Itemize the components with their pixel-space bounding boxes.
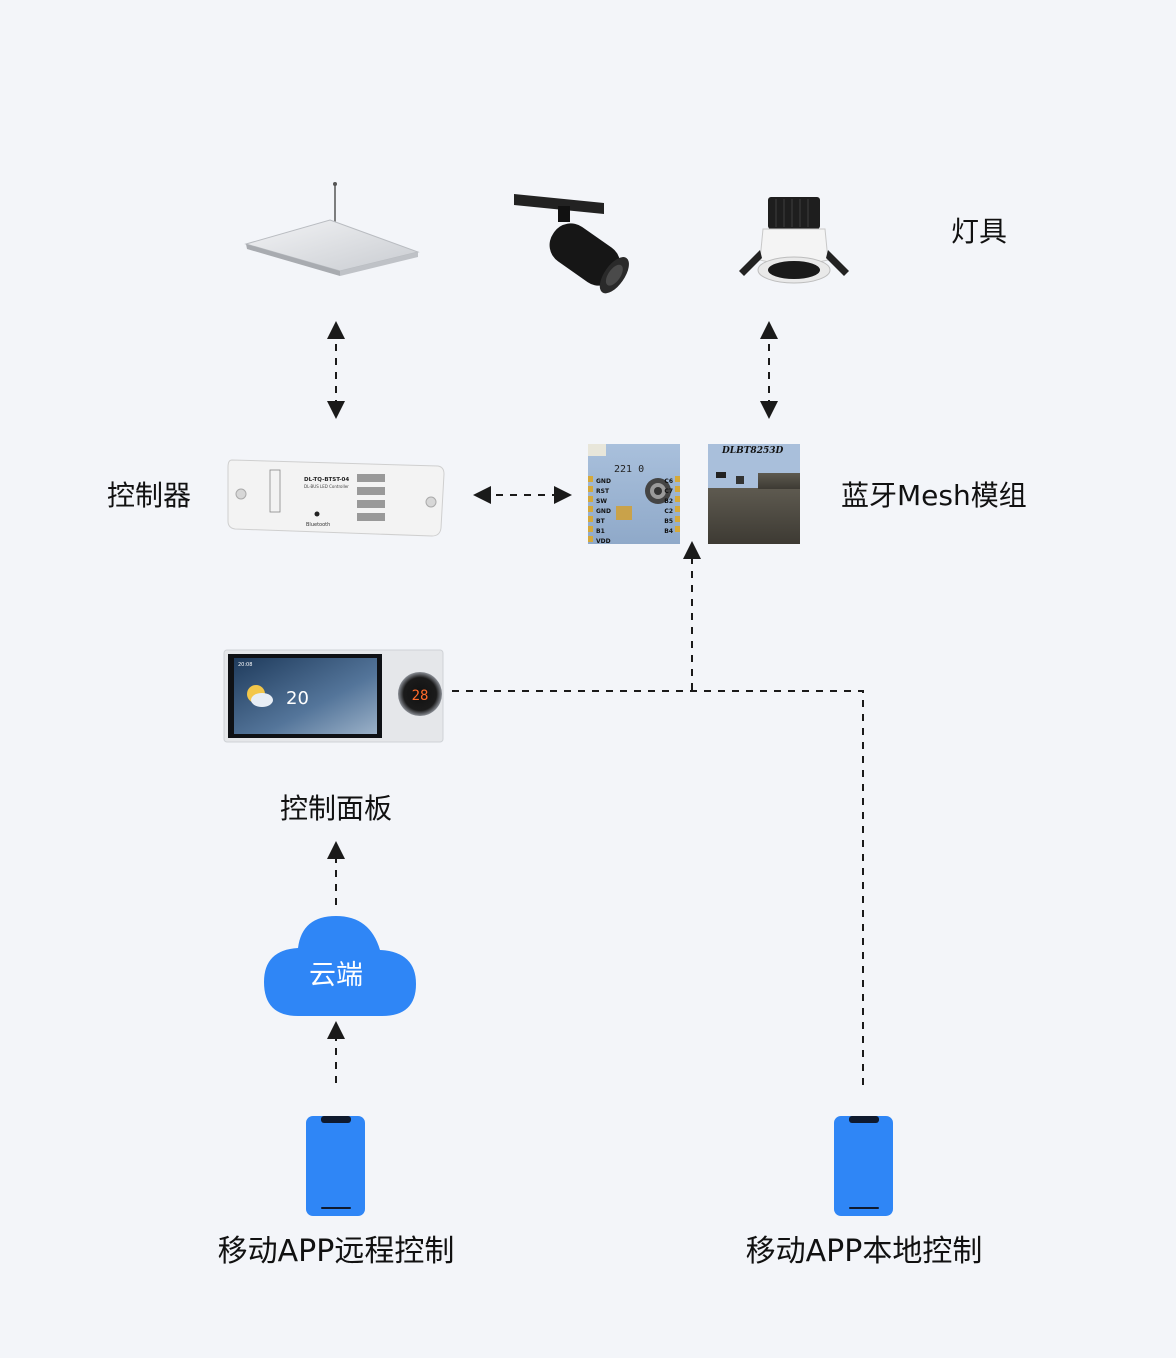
module-a-pin-label-right: C7: [664, 488, 673, 495]
label-lamps: 灯具: [951, 215, 1007, 248]
phone-remote-icon: [306, 1116, 365, 1216]
label-controller: 控制器: [107, 479, 191, 512]
controller-subtitle-text: DL-BUS LED Controller: [304, 484, 349, 489]
panel-clock-text: 20:08: [238, 662, 252, 668]
module-a-pin-label: SW: [596, 498, 607, 505]
module-a-pin-label-right: B4: [664, 528, 673, 535]
module-a-pin-label: GND: [596, 478, 611, 485]
bluetooth-mark-text: Bluetooth: [306, 522, 330, 528]
control-panel-image: 20:08 20 28: [223, 649, 444, 743]
label-mesh-module: 蓝牙Mesh模组: [841, 479, 1027, 512]
controller-device-image: DL-TQ-BTST-04 DL-BUS LED Controller Blue…: [227, 459, 445, 537]
module-a-pin-label: VDD: [596, 538, 611, 545]
thermostat-reading-text: 28: [412, 688, 429, 704]
module-a-pin-label-right: B2: [664, 498, 673, 505]
module-a-pin-label: BT: [596, 518, 606, 525]
cloud-shape: [264, 916, 416, 1016]
panel-light-image: [244, 182, 420, 276]
connector-lines: [327, 321, 864, 1085]
module-a-pin-label: GND: [596, 508, 611, 515]
label-cloud: 云端: [309, 960, 363, 991]
connector-panel-local-app: [452, 690, 864, 1085]
phone-local-icon: [834, 1116, 893, 1216]
panel-temperature-text: 20: [286, 688, 309, 709]
label-remote-app: 移动APP远程控制: [218, 1234, 455, 1269]
module-b-marking: DLBT8253D: [721, 446, 783, 456]
module-a-marking: 221 0: [614, 464, 644, 475]
label-panel: 控制面板: [280, 792, 392, 825]
module-a-pin-label: RST: [596, 488, 610, 495]
module-a-pin-label-right: C2: [664, 508, 673, 515]
module-a-pin-label: B1: [596, 528, 605, 535]
downlight-image: [739, 197, 849, 284]
mesh-module-board-b: DLBT8253D: [708, 444, 800, 544]
module-a-pin-label-right: B5: [664, 518, 673, 525]
module-a-pin-label-right: C6: [664, 478, 673, 485]
label-local-app: 移动APP本地控制: [746, 1234, 983, 1269]
controller-model-text: DL-TQ-BTST-04: [304, 477, 349, 483]
track-spotlight-image: [514, 194, 629, 294]
